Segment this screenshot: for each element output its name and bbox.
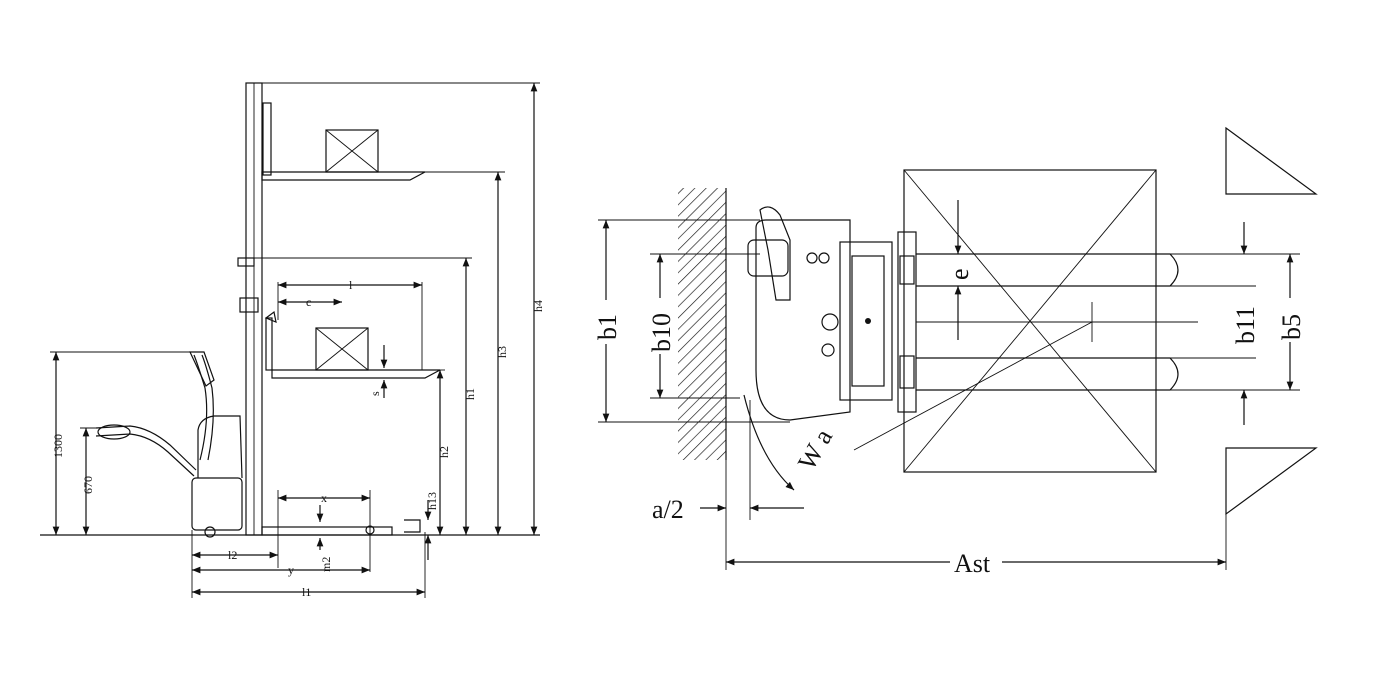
label-b10: b10 (647, 313, 676, 352)
label-h2: h2 (437, 446, 451, 458)
label-a2: a/2 (652, 495, 684, 524)
label-b11: b11 (1231, 306, 1260, 344)
label-wa: W a (792, 424, 838, 475)
label-670: 670 (81, 476, 95, 494)
label-h1: h1 (463, 388, 477, 400)
top-extension-lines (598, 219, 1300, 570)
dimension-lines (52, 83, 538, 596)
label-l2: l2 (228, 548, 237, 562)
label-b1: b1 (593, 314, 622, 340)
top-view: b1 b10 b11 b5 e W a a/2 Ast (592, 126, 1318, 578)
truck-top (747, 206, 1198, 421)
corner-obstacle-bottom (1225, 447, 1318, 516)
label-e: e (945, 268, 974, 280)
mast (237, 82, 277, 536)
label-s: s (368, 391, 382, 396)
pallet-load (903, 169, 1157, 473)
side-view: h4 h3 h1 h2 h13 s l c x m2 l2 y l1 1300 … (40, 82, 545, 599)
label-h3: h3 (495, 346, 509, 358)
label-y: y (288, 563, 294, 577)
side-view-labels: h4 h3 h1 h2 h13 s l c x m2 l2 y l1 1300 … (51, 278, 545, 599)
wall (678, 188, 727, 460)
turning-arc (743, 394, 795, 491)
lowered-load (265, 317, 441, 379)
label-ast: Ast (954, 549, 991, 578)
label-c: c (306, 295, 311, 309)
label-x: x (321, 491, 327, 505)
label-h4: h4 (531, 300, 545, 312)
truck-body (95, 351, 421, 538)
label-m2: m2 (319, 557, 333, 572)
raised-load (261, 129, 426, 181)
label-h13: h13 (425, 492, 439, 510)
label-b5: b5 (1277, 314, 1306, 340)
label-1300: 1300 (51, 434, 65, 458)
label-l1: l1 (302, 585, 311, 599)
corner-obstacle-top (1225, 126, 1318, 195)
label-l: l (349, 278, 353, 292)
